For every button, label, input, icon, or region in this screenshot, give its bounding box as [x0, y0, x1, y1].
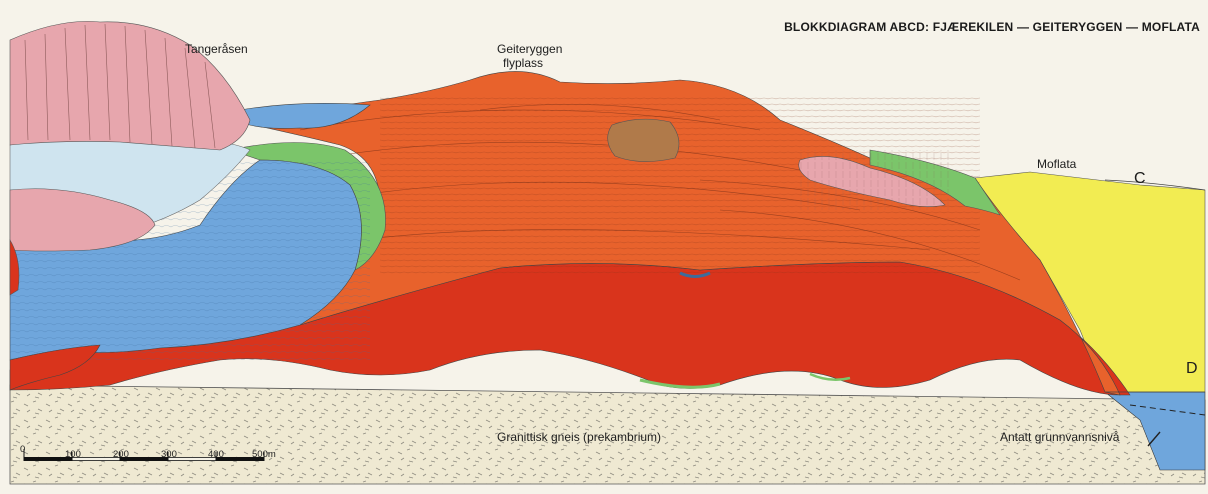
scale-tick-label: 200 [113, 449, 129, 460]
diagram-title: BLOKKDIAGRAM ABCD: FJÆREKILEN — GEITERYG… [784, 20, 1200, 34]
label-corner-d: D [1186, 362, 1198, 376]
brown-patch [608, 119, 679, 161]
label-geiteryggen: Geiteryggen [497, 42, 562, 56]
label-grunnvann: Antatt grunnvannsnivå [1000, 430, 1119, 444]
scale-tick-label: 500m [252, 449, 276, 460]
label-gneis: Granittisk gneis (prekambrium) [497, 430, 661, 444]
label-corner-c: C [1134, 172, 1146, 186]
label-flyplass: flyplass [503, 56, 543, 70]
scale-tick-label: 0 [20, 444, 25, 455]
scale-tick-label: 100 [65, 449, 81, 460]
label-tangerasen: Tangeråsen [185, 42, 248, 56]
label-moflata: Moflata [1037, 157, 1076, 171]
scale-tick-label: 400 [208, 449, 224, 460]
scale-tick-label: 300 [161, 449, 177, 460]
